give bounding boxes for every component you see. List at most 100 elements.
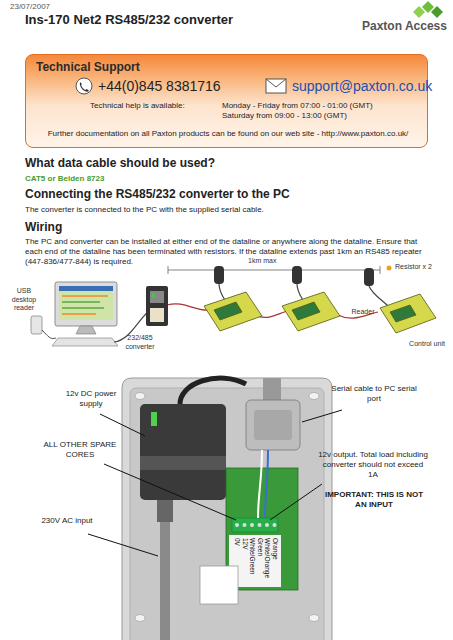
help-text: Technical help is available: — [90, 101, 218, 111]
dimension-line — [168, 266, 169, 274]
paxton-logo — [431, 6, 443, 18]
power-cable — [180, 378, 246, 406]
terminal-label: Green — [257, 538, 264, 556]
control-unit — [204, 292, 262, 331]
power-supply — [140, 404, 226, 500]
callout-text: 230V AC input — [36, 516, 98, 526]
opening-hours: Saturday from 09:00 - 13:00 (GMT) — [222, 111, 422, 121]
terminal-label: 12V — [242, 538, 249, 550]
power-supply — [151, 412, 157, 426]
support-box: Technical Support+44(0)845 8381716suppor… — [25, 54, 428, 148]
serial-cable — [246, 378, 300, 518]
leader-line — [270, 484, 322, 520]
reader-device — [214, 266, 374, 286]
pcb — [258, 523, 262, 527]
terminal-label: White/Green — [249, 538, 256, 575]
phone-icon — [80, 82, 89, 92]
power-supply — [140, 456, 226, 470]
pc-computer — [52, 282, 118, 346]
page-title: Ins-170 Net2 RS485/232 converter — [25, 12, 355, 28]
leader-line — [88, 534, 158, 556]
dimension-label: 1km max — [248, 257, 298, 266]
pcb — [273, 523, 277, 527]
terminal-label: 0V — [234, 538, 241, 546]
pcb — [265, 523, 269, 527]
leader-line — [88, 410, 342, 556]
dimension-line — [168, 266, 380, 274]
part-label: 232/485 converter — [116, 334, 164, 351]
housing — [130, 388, 324, 640]
date: 23/07/2007 — [10, 2, 110, 12]
paxton-logo — [413, 6, 425, 18]
part-label: Resistor x 2 — [395, 263, 449, 272]
cable-type: CAT5 or Belden 8723 — [25, 174, 425, 184]
envelope-icon — [266, 79, 286, 93]
control-unit — [292, 302, 320, 320]
part-label: Reader — [346, 308, 380, 317]
control-unit — [204, 292, 436, 333]
email-address: support@paxton.co.uk — [292, 78, 427, 95]
paxton-logo — [413, 1, 443, 18]
control-unit — [214, 302, 242, 320]
reader-device — [214, 266, 224, 284]
serial-cable — [265, 450, 268, 518]
leader-line — [100, 414, 145, 436]
control-unit — [380, 294, 436, 333]
callout-text: 12v output. Total load including convert… — [318, 450, 428, 479]
section-heading: Wiring — [25, 220, 425, 235]
mains-cable — [157, 500, 173, 640]
body-text: The PC and converter can be installed at… — [25, 237, 435, 266]
reader-device — [364, 268, 374, 286]
callout-text: 12v DC power supply — [58, 389, 124, 409]
power-cable — [180, 378, 246, 406]
serial-cable — [246, 400, 300, 450]
control-unit — [282, 292, 340, 331]
dimension-line — [168, 270, 380, 271]
usb-reader — [31, 316, 56, 339]
section-heading: Connecting the RS485/232 converter to th… — [25, 187, 425, 202]
dimension-line — [380, 266, 381, 274]
logo-text: Paxton Access — [362, 19, 450, 34]
label-sticker — [200, 566, 238, 604]
warning-text: IMPORTANT: THIS IS NOT AN INPUT — [324, 490, 424, 510]
data-cable — [369, 286, 388, 306]
control-unit — [390, 305, 416, 322]
usb-reader — [31, 316, 42, 334]
terminal-label: White/Orange — [264, 538, 271, 578]
converter-box — [146, 286, 168, 326]
part-label: USB desktop reader — [4, 287, 44, 313]
footnote-text: Further documentation on all Paxton prod… — [38, 129, 418, 139]
leader-line — [104, 464, 236, 520]
leader-line — [302, 410, 342, 422]
housing — [122, 378, 332, 640]
usb-reader — [42, 330, 56, 339]
converter-box — [150, 308, 164, 322]
phone-icon — [76, 78, 92, 94]
body-text: The converter is connected to the PC wit… — [25, 205, 425, 215]
pc-computer — [62, 307, 104, 309]
pc-computer — [55, 282, 117, 326]
converter-box — [152, 293, 155, 298]
pc-computer — [62, 295, 108, 297]
pc-computer — [76, 326, 96, 334]
converter-box — [146, 286, 168, 326]
opening-hours: Monday - Friday from 07:00 - 01:00 (GMT) — [222, 101, 422, 111]
pc-computer — [62, 301, 100, 303]
housing — [309, 615, 319, 622]
pcb — [232, 518, 278, 532]
pcb — [250, 523, 254, 527]
resistor-symbol — [387, 266, 392, 271]
reader-device — [292, 266, 302, 284]
housing — [135, 393, 145, 400]
part-label: Control unit — [408, 340, 446, 349]
data-cable — [114, 284, 388, 342]
terminal-label: Orange — [272, 538, 279, 560]
label-sticker — [200, 566, 238, 604]
section-heading: What data cable should be used? — [25, 156, 425, 171]
data-cable — [167, 304, 210, 310]
phone-icon — [76, 78, 92, 94]
mains-cable — [160, 522, 170, 640]
pc-computer — [52, 338, 118, 346]
power-supply — [140, 404, 226, 500]
